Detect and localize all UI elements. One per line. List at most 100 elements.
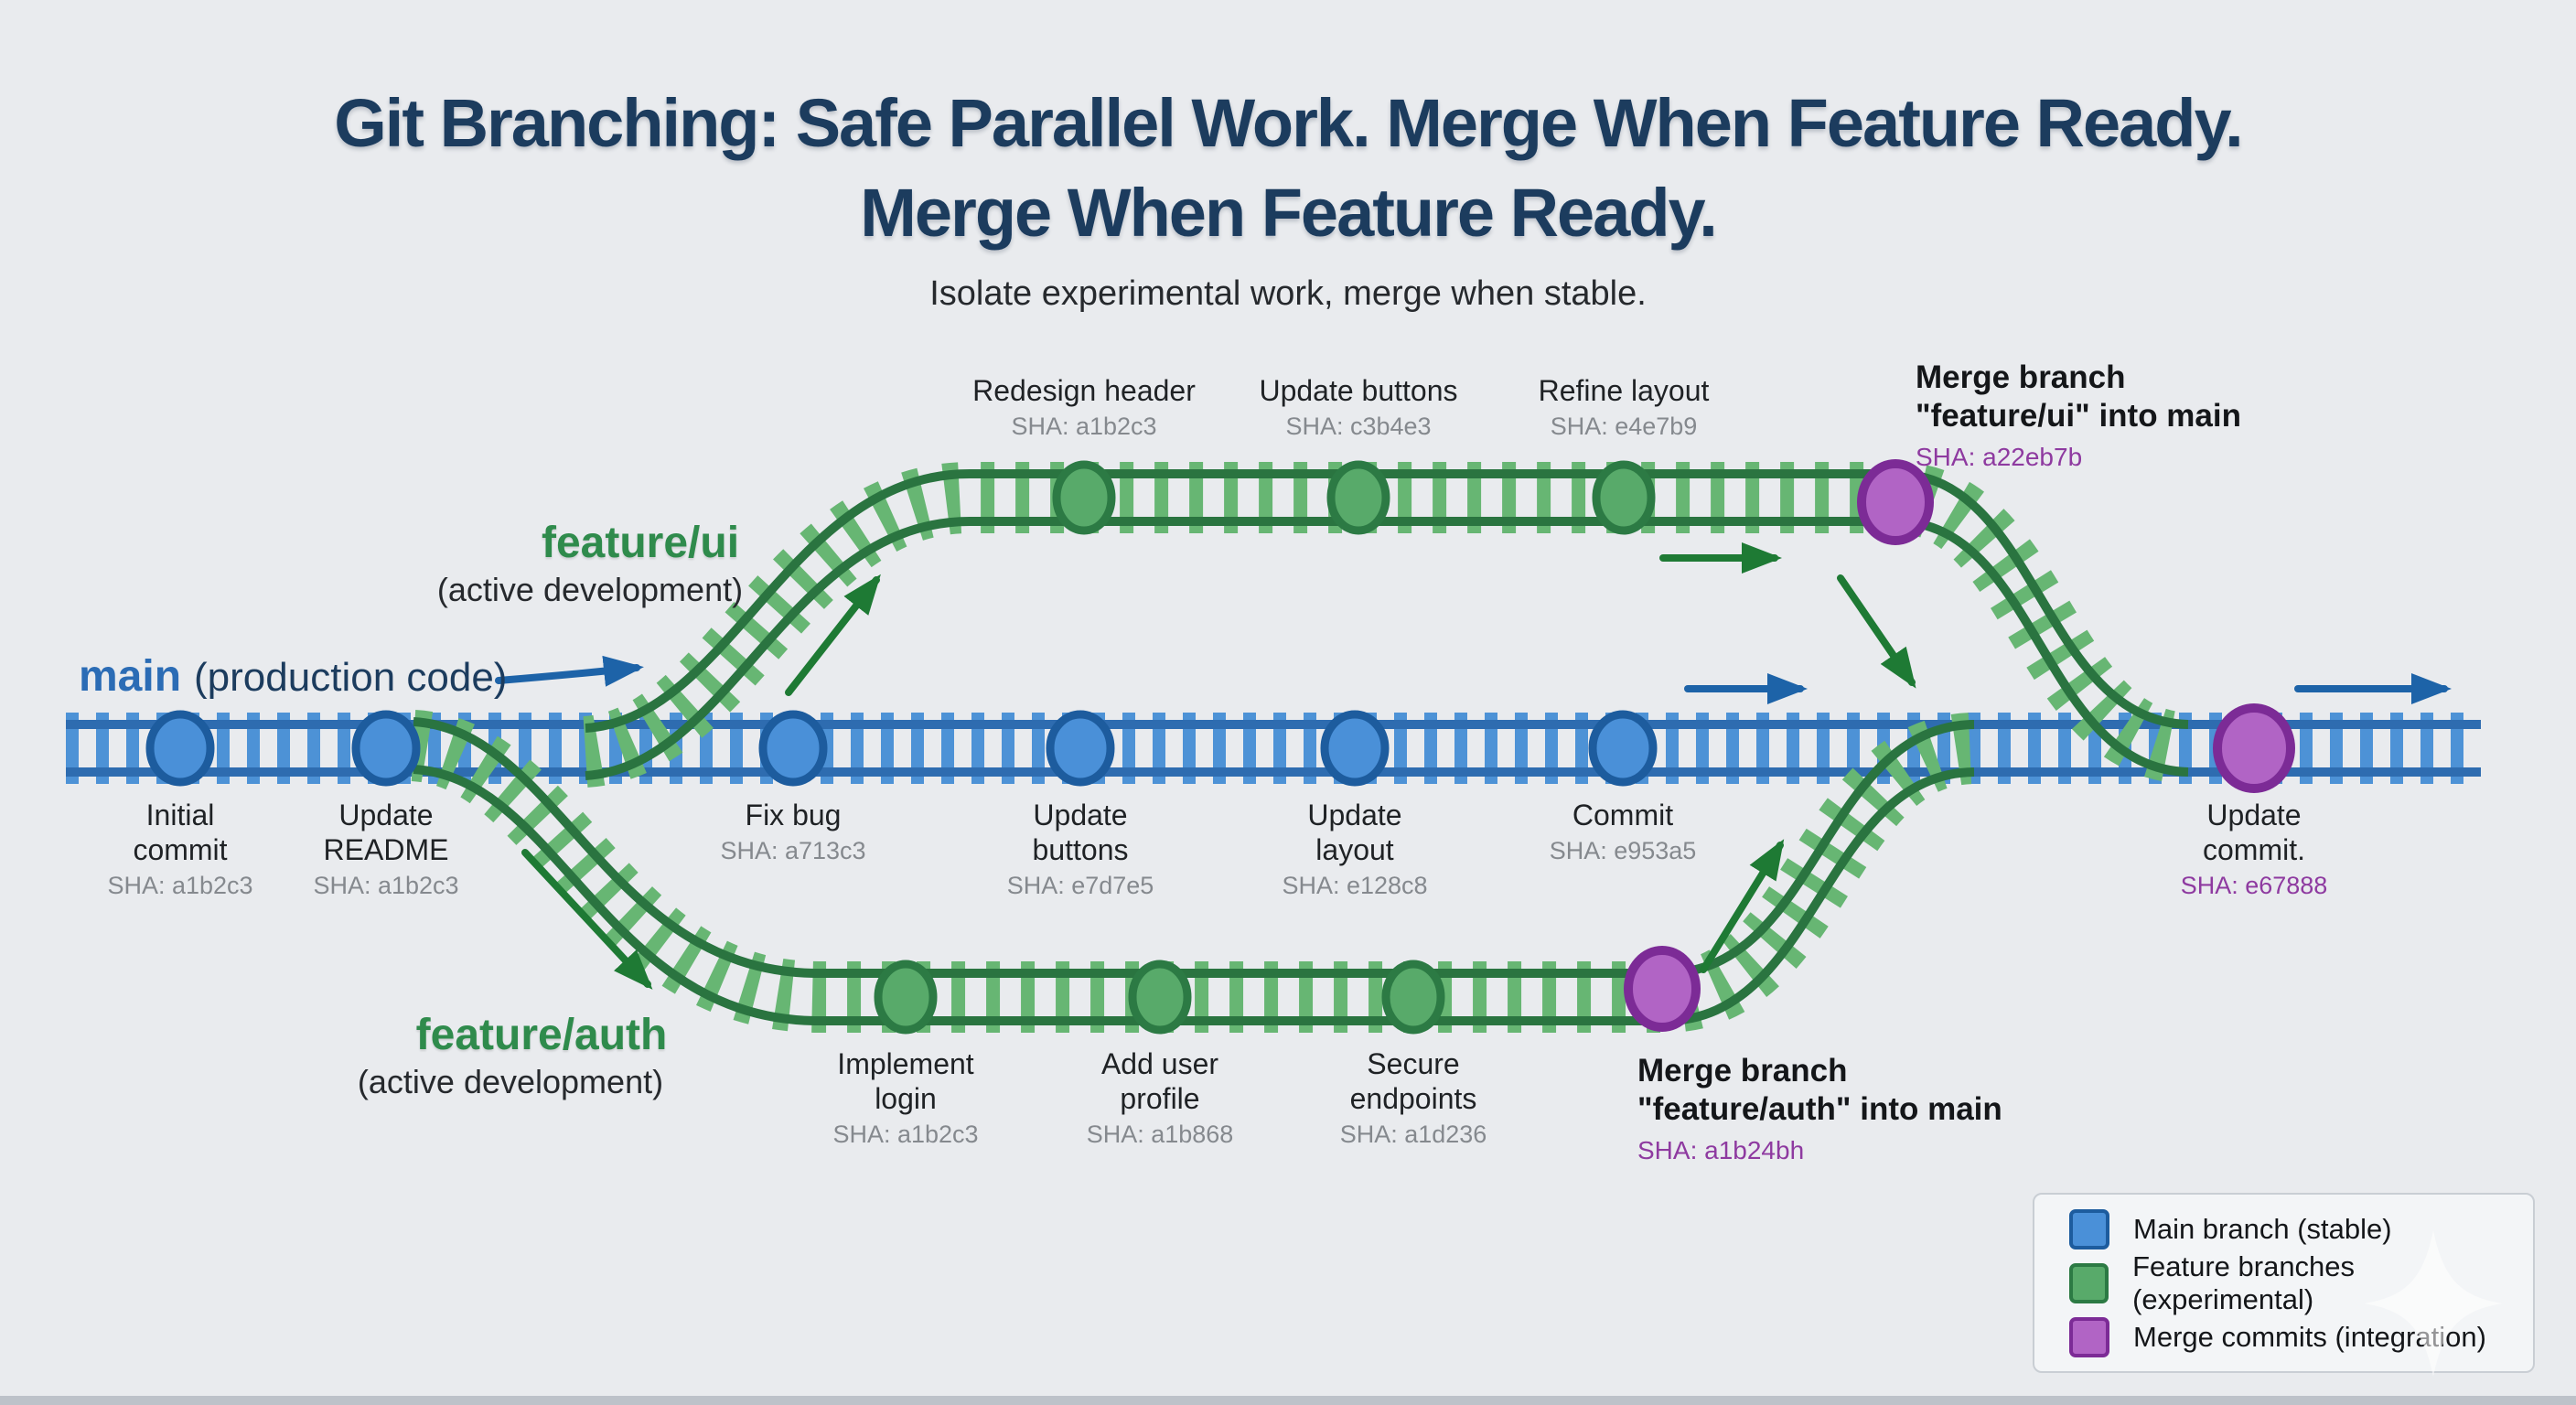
commit-node-add-user-profile — [1128, 960, 1192, 1035]
commit-sha: SHA: e953a5 — [1549, 837, 1697, 864]
commit-label-commit: Commit SHA: e953a5 — [1550, 798, 1697, 865]
commit-label-implement-login: Implement login SHA: a1b2c3 — [832, 1046, 978, 1149]
commit-node-update-buttons-ui — [1326, 460, 1390, 535]
commit-message-line2: commit. — [2203, 833, 2305, 866]
commit-message: Refine layout — [1538, 374, 1710, 407]
commit-sha: SHA: a713c3 — [720, 837, 866, 864]
legend-item-merge-commits: Merge commits (integration) — [2069, 1316, 2533, 1358]
commit-message-line2: commit — [133, 833, 228, 866]
commit-node-secure-endpoints — [1381, 960, 1445, 1035]
commit-message-line1: Initial — [145, 799, 215, 831]
page-title-line1: Git Branching: Safe Parallel Work. Merge… — [334, 85, 2243, 161]
commit-message-line2: README — [323, 833, 449, 866]
commit-label-redesign-header: Redesign header SHA: a1b2c3 — [972, 373, 1196, 441]
commit-label-update-commit: Update commit. SHA: e67888 — [2181, 798, 2328, 900]
commit-sha: SHA: a1b2c3 — [313, 872, 459, 899]
merge-sha: SHA: a1b24bh — [1637, 1136, 1805, 1164]
main-flow-arrow-left — [495, 655, 644, 687]
commit-label-update-layout: Update layout SHA: e128c8 — [1282, 798, 1427, 900]
merge-label-feature-auth: Merge branch "feature/auth" into main SH… — [1637, 1052, 2002, 1165]
commit-sha: SHA: a1b868 — [1086, 1121, 1234, 1148]
commit-message-line1: Add user — [1100, 1047, 1219, 1080]
commit-node-fix-bug — [758, 710, 828, 787]
commit-node-implement-login — [874, 960, 938, 1035]
merge-node-feature-auth — [1624, 946, 1701, 1032]
commit-node-update-layout — [1320, 710, 1390, 787]
commit-sha: SHA: e67888 — [2180, 872, 2328, 899]
merge-node-update-commit — [2213, 703, 2295, 793]
commit-label-update-readme: Update README SHA: a1b2c3 — [313, 798, 458, 900]
commit-message: Redesign header — [972, 374, 1196, 407]
main-branch-descriptor: (production code) — [194, 655, 508, 700]
commit-message-line1: Update — [338, 799, 434, 831]
merge-message-line1: Merge branch — [1916, 359, 2126, 395]
commit-sha: SHA: a1b2c3 — [1011, 413, 1157, 440]
feature-ui-branch-off-arrow — [785, 574, 881, 696]
commit-sha: SHA: c3b4e3 — [1285, 413, 1432, 440]
commit-message-line2: endpoints — [1349, 1082, 1477, 1115]
commit-node-initial-commit — [145, 710, 215, 787]
commit-message: Update buttons — [1259, 374, 1458, 407]
feature-auth-merge-arrow — [1700, 839, 1785, 973]
bottom-edge-strip — [0, 1396, 2576, 1405]
main-branch-swatch-icon — [2069, 1208, 2109, 1249]
flow-arrows — [495, 542, 2452, 990]
commit-message-line2: profile — [1120, 1082, 1200, 1115]
commit-message-line2: login — [875, 1082, 937, 1115]
commit-label-update-buttons-main: Update buttons SHA: e7d7e5 — [1007, 798, 1154, 900]
main-branch-name: main — [79, 652, 182, 701]
merge-sha: SHA: a22eb7b — [1916, 443, 2083, 471]
feature-auth-branch-off-arrow — [521, 849, 653, 990]
feature-ui-branch-label: feature/ui — [541, 519, 740, 567]
commit-node-commit — [1588, 710, 1658, 787]
legend-label: Feature branches (experimental) — [2132, 1249, 2356, 1315]
merge-label-feature-ui: Merge branch "feature/ui" into main SHA:… — [1916, 359, 2241, 472]
commit-sha: SHA: a1d236 — [1339, 1121, 1487, 1148]
commit-sha: SHA: e7d7e5 — [1006, 872, 1154, 899]
commit-sha: SHA: e128c8 — [1282, 872, 1428, 899]
merge-message-line2: "feature/ui" into main — [1916, 398, 2241, 434]
commit-message-line1: Update — [1307, 799, 1402, 831]
commit-message-line1: Fix bug — [745, 799, 842, 831]
legend-label: Main branch (stable) — [2133, 1212, 2392, 1245]
merge-node-feature-ui — [1857, 459, 1934, 545]
main-branch-label: main (production code) — [79, 651, 507, 702]
feature-auth-branch-descriptor: (active development) — [357, 1063, 664, 1100]
commit-message-line1: Update — [1033, 799, 1128, 831]
commit-label-fix-bug: Fix bug SHA: a713c3 — [720, 798, 865, 865]
commit-sha: SHA: a1b2c3 — [832, 1121, 979, 1148]
feature-ui-branch-descriptor: (active development) — [436, 571, 744, 608]
feature-branch-swatch-icon — [2069, 1262, 2109, 1303]
merge-commit-swatch-icon — [2069, 1316, 2109, 1357]
commit-node-redesign-header — [1052, 460, 1116, 535]
commit-sha: SHA: a1b2c3 — [107, 872, 253, 899]
commit-label-update-buttons-ui: Update buttons SHA: c3b4e3 — [1259, 373, 1457, 441]
legend: Main branch (stable) Feature branches (e… — [2033, 1193, 2535, 1373]
commit-message-line1: Commit — [1572, 799, 1674, 831]
commit-node-update-readme — [351, 710, 421, 787]
commit-label-initial-commit: Initial commit SHA: a1b2c3 — [107, 798, 252, 900]
commit-label-add-user-profile: Add user profile SHA: a1b868 — [1087, 1046, 1234, 1149]
commit-node-refine-layout — [1592, 460, 1656, 535]
feature-auth-branch-label: feature/auth — [415, 1011, 668, 1059]
commit-label-secure-endpoints: Secure endpoints SHA: a1d236 — [1340, 1046, 1487, 1149]
feature-ui-merge-arrow — [1837, 574, 1916, 689]
commit-node-update-buttons-main — [1046, 710, 1115, 787]
page-subtitle: Isolate experimental work, merge when st… — [929, 274, 1647, 313]
merge-message-line1: Merge branch — [1637, 1053, 1848, 1089]
commit-message-line1: Implement — [837, 1047, 974, 1080]
page-title-line2: Merge When Feature Ready. — [860, 175, 1718, 251]
legend-item-main-branch: Main branch (stable) — [2069, 1208, 2533, 1250]
legend-label: Merge commits (integration) — [2133, 1320, 2486, 1353]
commit-label-refine-layout: Refine layout SHA: e4e7b9 — [1539, 373, 1710, 441]
merge-message-line2: "feature/auth" into main — [1637, 1091, 2002, 1127]
commit-message-line2: layout — [1315, 833, 1394, 866]
commit-message-line1: Update — [2206, 799, 2302, 831]
commit-sha: SHA: e4e7b9 — [1550, 413, 1698, 440]
commit-message-line2: buttons — [1032, 833, 1129, 866]
page-title: Git Branching: Safe Parallel Work. Merge… — [0, 79, 2576, 258]
legend-item-feature-branches: Feature branches (experimental) — [2069, 1250, 2533, 1315]
commit-message-line1: Secure — [1367, 1047, 1460, 1080]
